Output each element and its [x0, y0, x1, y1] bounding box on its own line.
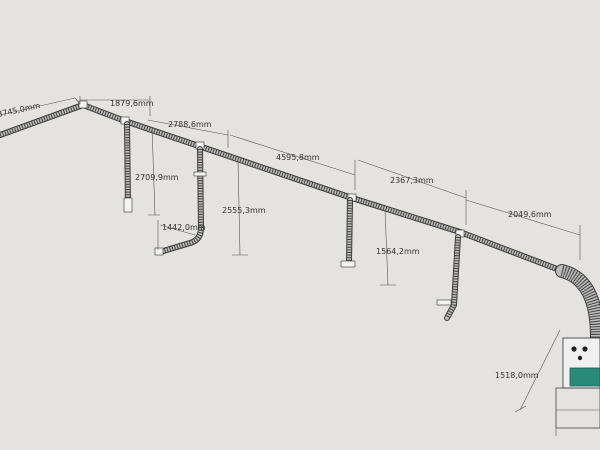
dimension-labels: 3745,0mm 1879,6mm 2788,6mm 2709,9mm 1442…	[0, 99, 552, 380]
junction-fittings	[78, 100, 465, 238]
drop-3	[340, 197, 356, 268]
fan-unit-knob-3	[577, 355, 583, 361]
fan-unit	[555, 337, 600, 436]
dim-label-1879: 1879,6mm	[110, 99, 154, 108]
drop-2-nozzle	[154, 247, 164, 256]
fan-unit-frame	[555, 387, 600, 429]
dim-label-1518: 1518,0mm	[495, 371, 539, 380]
drop-3-foot	[340, 260, 356, 268]
drop-2-clamp	[193, 171, 207, 177]
dim-label-1442: 1442,0mm	[162, 223, 206, 232]
dimension-lines	[0, 96, 581, 413]
drop-1	[123, 121, 133, 213]
fan-unit-motor	[569, 367, 600, 387]
fitting-corner	[78, 100, 88, 109]
dim-label-1564: 1564,2mm	[376, 247, 420, 256]
dim-label-2367: 2367,3mm	[390, 176, 434, 185]
fan-unit-knob-2	[582, 346, 588, 352]
drop-1-hood	[123, 197, 133, 213]
dim-label-4595: 4595,8mm	[276, 153, 320, 162]
dim-label-3745: 3745,0mm	[0, 101, 41, 119]
drop-4-clamp	[436, 299, 452, 306]
dim-label-2788: 2788,6mm	[168, 120, 212, 129]
dim-label-2555: 2555,3mm	[222, 206, 266, 215]
fan-elbow	[555, 264, 600, 347]
dim-label-2049: 2049,6mm	[508, 210, 552, 219]
fan-unit-knob-1	[571, 346, 577, 352]
drop-2	[154, 146, 207, 256]
drop-4	[436, 234, 461, 321]
dim-label-2709: 2709,9mm	[135, 173, 179, 182]
main-duct	[0, 102, 568, 275]
